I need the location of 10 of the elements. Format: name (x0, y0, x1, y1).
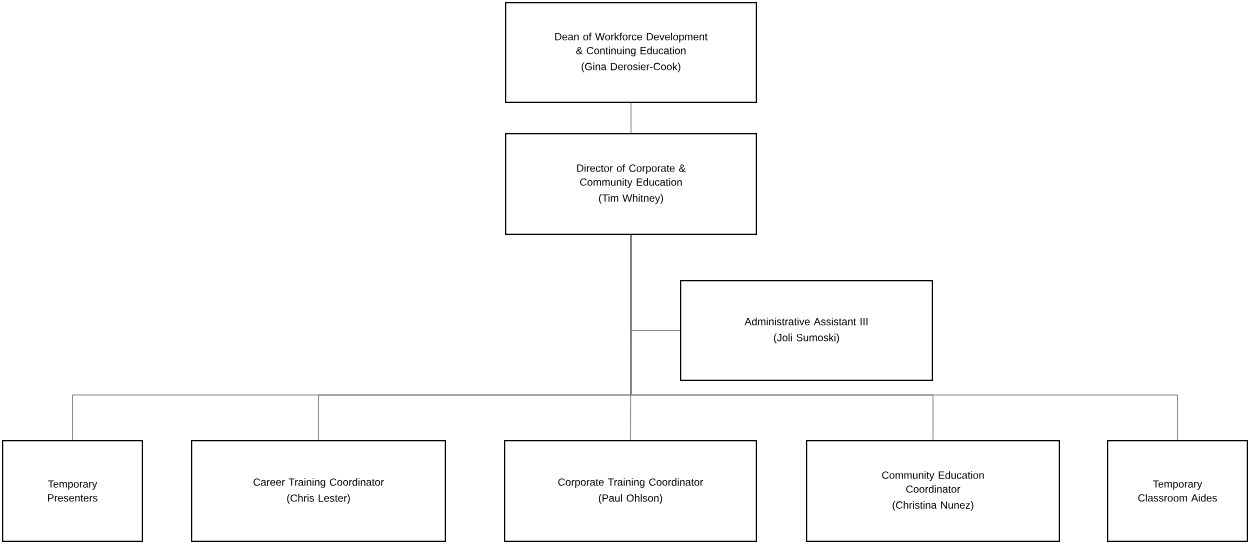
org-box: Temporary Classroom Aides (1107, 440, 1248, 542)
org-box: Career Training Coordinator (Chris Lester) (191, 440, 446, 542)
org-box: Administrative Assistant III (Joli Sumoski) (680, 280, 933, 381)
org-box: Dean of Workforce Development & Continuing Education (Gina Derosier-Cook) (505, 2, 757, 103)
org-box: Temporary Presenters (2, 440, 143, 542)
org-box: Corporate Training Coordinator (Paul Ohlson) (504, 440, 757, 542)
org-box: Director of Corporate & Community Education (Tim Whitney) (505, 133, 757, 235)
org-box: Community Education Coordinator (Christina Nunez) (806, 440, 1060, 542)
connector-line (630, 102, 632, 134)
connector-line (630, 234, 1178, 441)
